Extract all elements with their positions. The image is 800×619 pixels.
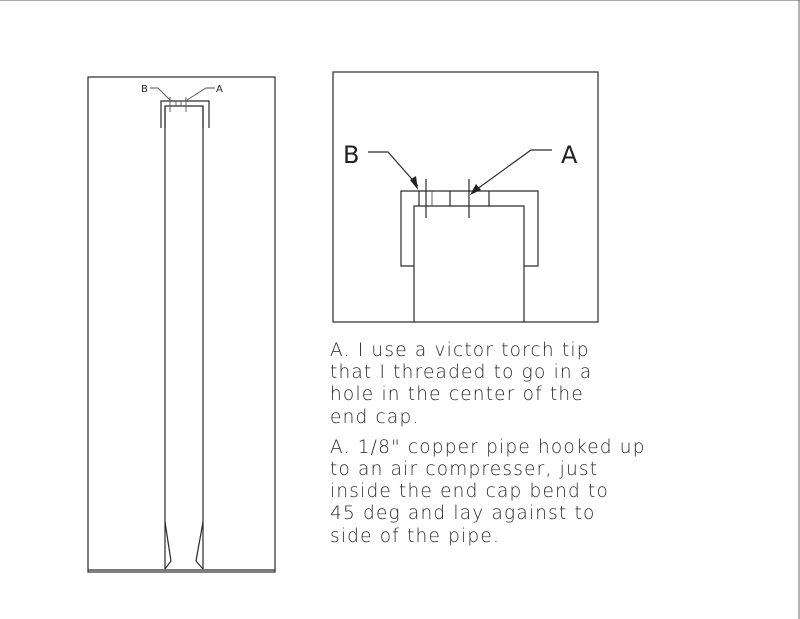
note-line: end cap. — [330, 406, 420, 428]
detail-frame — [332, 71, 599, 323]
label-a: A — [561, 141, 578, 169]
leader-b-small — [150, 87, 171, 101]
end-cap-inner — [164, 105, 204, 128]
detail-pipe — [413, 205, 525, 322]
label-b-small: B — [141, 84, 148, 95]
note-copper-pipe: A. 1/8" copper pipe hooked up to an air … — [330, 437, 730, 548]
note-line: hole in the center of the — [330, 384, 584, 406]
note-line: to an air compresser, just — [330, 459, 599, 481]
note-line: inside the end cap bend to — [330, 481, 609, 503]
notes: A. I use a victor torch tip that I threa… — [330, 340, 730, 556]
leader-a-small — [186, 87, 215, 101]
end-cap — [160, 100, 210, 128]
pipe-taper-right — [195, 521, 204, 570]
pipe-taper-left — [164, 521, 172, 570]
label-a-small: A — [216, 84, 223, 95]
end-cap-detail-view: B A — [332, 71, 599, 323]
full-view-frame — [87, 76, 276, 573]
note-line: side of the pipe. — [330, 525, 501, 547]
leader-a — [472, 149, 552, 193]
leader-b — [368, 151, 419, 187]
label-b: B — [343, 141, 359, 169]
note-line: A. 1/8" copper pipe hooked up — [330, 436, 646, 458]
note-torch-tip: A. I use a victor torch tip that I threa… — [330, 340, 730, 429]
note-line: 45 deg and lay against to — [330, 503, 596, 525]
arrow-b — [410, 176, 418, 190]
arrow-a — [470, 184, 481, 195]
note-line: A. I use a victor torch tip — [330, 340, 590, 361]
note-line: that I threaded to go in a — [330, 362, 593, 384]
full-pipe-view: B A — [87, 76, 276, 573]
